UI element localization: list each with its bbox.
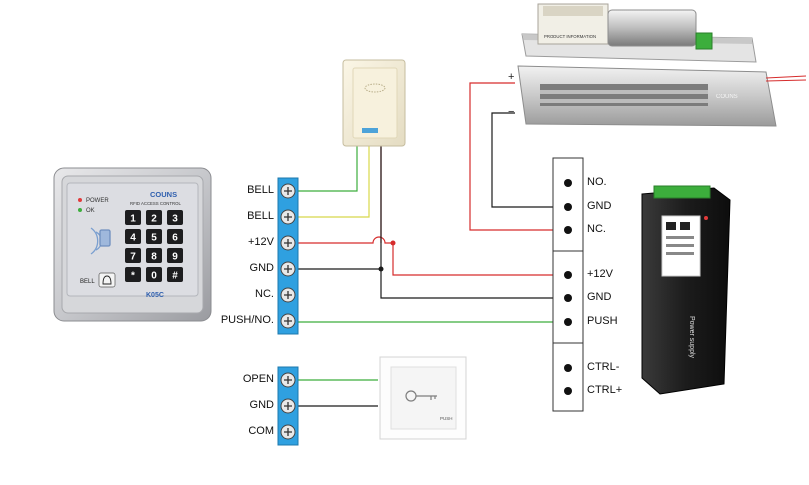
keypad-bell-label: BELL xyxy=(80,279,95,285)
keypad-key xyxy=(167,267,183,282)
terminal-point xyxy=(564,364,572,372)
keypad-terminal-strip xyxy=(277,177,299,335)
terminal-label: BELL xyxy=(247,210,274,222)
rfid-icon xyxy=(90,227,111,255)
psu-terminal-block xyxy=(552,157,584,412)
keypad-brand: COUNS xyxy=(150,190,177,199)
keypad-keys: 1 2 3 4 5 6 7 8 9 * 0 # xyxy=(125,210,183,282)
keypad-key-label: 1 xyxy=(130,214,136,225)
power-supply-label: Power supply xyxy=(688,316,695,359)
exit-push-button: PUSH xyxy=(379,356,467,440)
terminal-label: +12V xyxy=(587,268,613,280)
keypad-key xyxy=(125,210,141,225)
maglock-brand: COUNS xyxy=(716,94,738,100)
keypad-key-label: 2 xyxy=(151,214,157,225)
wire-mag-minus-black xyxy=(491,112,568,208)
terminal-label: GND xyxy=(249,262,274,274)
keypad-device: POWER OK COUNS RFID ACCESS CONTROL BELL … xyxy=(53,167,212,322)
terminal-label: PUSH xyxy=(587,315,618,327)
bell-icon xyxy=(98,272,116,288)
keypad-key xyxy=(125,267,141,282)
door-bell xyxy=(342,59,406,147)
keypad-key xyxy=(167,248,183,263)
terminal-point xyxy=(564,387,572,395)
terminal-label: GND xyxy=(587,291,612,303)
terminal-label: NC. xyxy=(255,288,274,300)
keypad-key-label: # xyxy=(172,271,178,282)
exit-button-caption: PUSH xyxy=(440,416,453,421)
terminal-point xyxy=(564,294,572,302)
electric-bolt-lock: PRODUCT INFORMATION xyxy=(521,3,757,63)
wire-mag-plus-red xyxy=(469,82,568,231)
keypad-subtitle: RFID ACCESS CONTROL xyxy=(130,201,181,206)
terminal-label: GND xyxy=(587,200,612,212)
terminal-label: COM xyxy=(248,425,274,437)
keypad-key xyxy=(146,210,162,225)
speaker-grille-icon xyxy=(364,83,386,93)
keypad-key-label: * xyxy=(131,271,135,282)
terminal-label: GND xyxy=(249,399,274,411)
terminal-point xyxy=(564,203,572,211)
terminal-label: NO. xyxy=(587,176,607,188)
power-led xyxy=(78,198,82,202)
keypad-key xyxy=(146,229,162,244)
maglock-minus-sign: − xyxy=(508,106,514,118)
keypad-key xyxy=(125,248,141,263)
keypad-key xyxy=(146,267,162,282)
keypad-key-label: 4 xyxy=(130,233,136,244)
keypad-key-label: 0 xyxy=(151,271,157,282)
keypad-key xyxy=(167,229,183,244)
magnetic-lock: COUNS + − xyxy=(508,65,807,127)
keypad-key xyxy=(167,210,183,225)
ok-led xyxy=(78,208,82,212)
keypad-key-label: 3 xyxy=(172,214,178,225)
wire-gnd-black xyxy=(295,268,568,299)
terminal-label: BELL xyxy=(247,184,274,196)
terminal-point xyxy=(564,179,572,187)
keypad-key xyxy=(125,229,141,244)
wire-bell1-green xyxy=(295,146,358,192)
terminal-point xyxy=(564,271,572,279)
terminal-label: OPEN xyxy=(242,373,274,385)
keypad-key-label: 9 xyxy=(172,252,178,263)
keypad-key xyxy=(146,248,162,263)
bolt-lock-label: PRODUCT INFORMATION xyxy=(544,34,596,39)
terminal-point xyxy=(564,226,572,234)
terminal-label: +12V xyxy=(248,236,274,248)
power-supply: Power supply xyxy=(641,185,731,395)
maglock-plus-sign: + xyxy=(508,71,514,83)
button-terminal-strip xyxy=(277,366,299,446)
wires xyxy=(295,82,568,407)
keypad-key-label: 5 xyxy=(151,233,157,244)
keypad-key-label: 8 xyxy=(151,252,157,263)
keypad-model: K05C xyxy=(146,292,164,299)
key-icon xyxy=(405,390,437,402)
keypad-key-label: 7 xyxy=(130,252,136,263)
terminal-label: CTRL- xyxy=(587,361,620,373)
terminal-label: NC. xyxy=(587,223,606,235)
keypad-key-label: 6 xyxy=(172,233,178,244)
led-ok-label: OK xyxy=(86,208,95,214)
wire-bell2-yellow xyxy=(295,146,370,218)
junction-dot-red xyxy=(390,240,396,246)
terminal-label: PUSH/NO. xyxy=(220,314,274,326)
junction-dot-black xyxy=(378,266,384,272)
led-power-label: POWER xyxy=(86,198,109,204)
terminal-label: CTRL+ xyxy=(587,384,623,396)
terminal-point xyxy=(564,318,572,326)
